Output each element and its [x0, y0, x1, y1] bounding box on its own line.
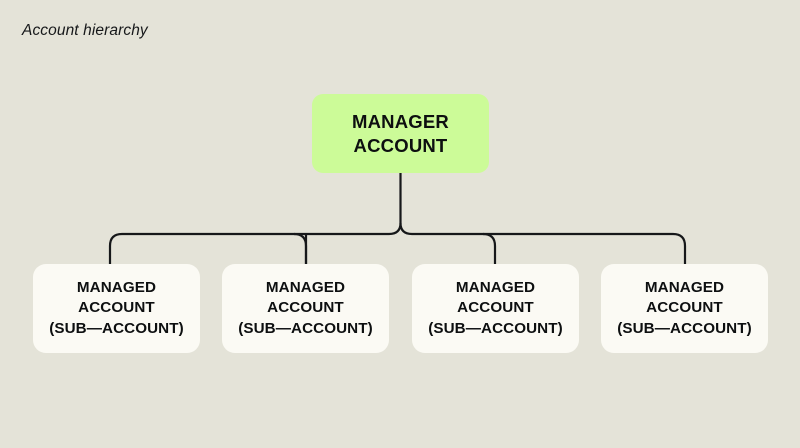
managed-3-label-line-2: ACCOUNT	[457, 299, 534, 317]
managed-2-label-line-1: MANAGED	[265, 278, 346, 296]
node-managed-account-4[interactable]: MANAGED ACCOUNT (SUB—ACCOUNT)	[601, 264, 768, 353]
node-manager-account[interactable]: MANAGER ACCOUNT	[312, 94, 489, 173]
node-managed-account-2[interactable]: MANAGED ACCOUNT (SUB—ACCOUNT)	[222, 264, 389, 353]
managed-4-label-line-2: ACCOUNT	[646, 299, 723, 317]
manager-label-line-1: MANAGER	[352, 110, 449, 132]
node-managed-account-3[interactable]: MANAGED ACCOUNT (SUB—ACCOUNT)	[412, 264, 579, 353]
managed-1-label-line-2: ACCOUNT	[78, 299, 155, 317]
managed-1-label-line-3: (SUB—ACCOUNT)	[49, 319, 184, 337]
managed-4-label-line-3: (SUB—ACCOUNT)	[617, 319, 752, 337]
managed-2-label-line-2: ACCOUNT	[267, 299, 344, 317]
node-managed-account-1[interactable]: MANAGED ACCOUNT (SUB—ACCOUNT)	[33, 264, 200, 353]
managed-4-label-line-1: MANAGED	[644, 278, 725, 296]
connector-elbow-3	[482, 232, 497, 264]
managed-3-label-line-3: (SUB—ACCOUNT)	[428, 319, 563, 337]
connector-elbow-2	[293, 232, 308, 264]
connector-branch-1	[108, 222, 402, 264]
managed-2-label-line-3: (SUB—ACCOUNT)	[238, 319, 373, 337]
connector-branch-4	[399, 222, 687, 264]
page-title: Account hierarchy	[22, 22, 148, 39]
managed-1-label-line-1: MANAGED	[76, 278, 157, 296]
manager-label-line-2: ACCOUNT	[353, 134, 448, 156]
managed-3-label-line-1: MANAGED	[455, 278, 536, 296]
